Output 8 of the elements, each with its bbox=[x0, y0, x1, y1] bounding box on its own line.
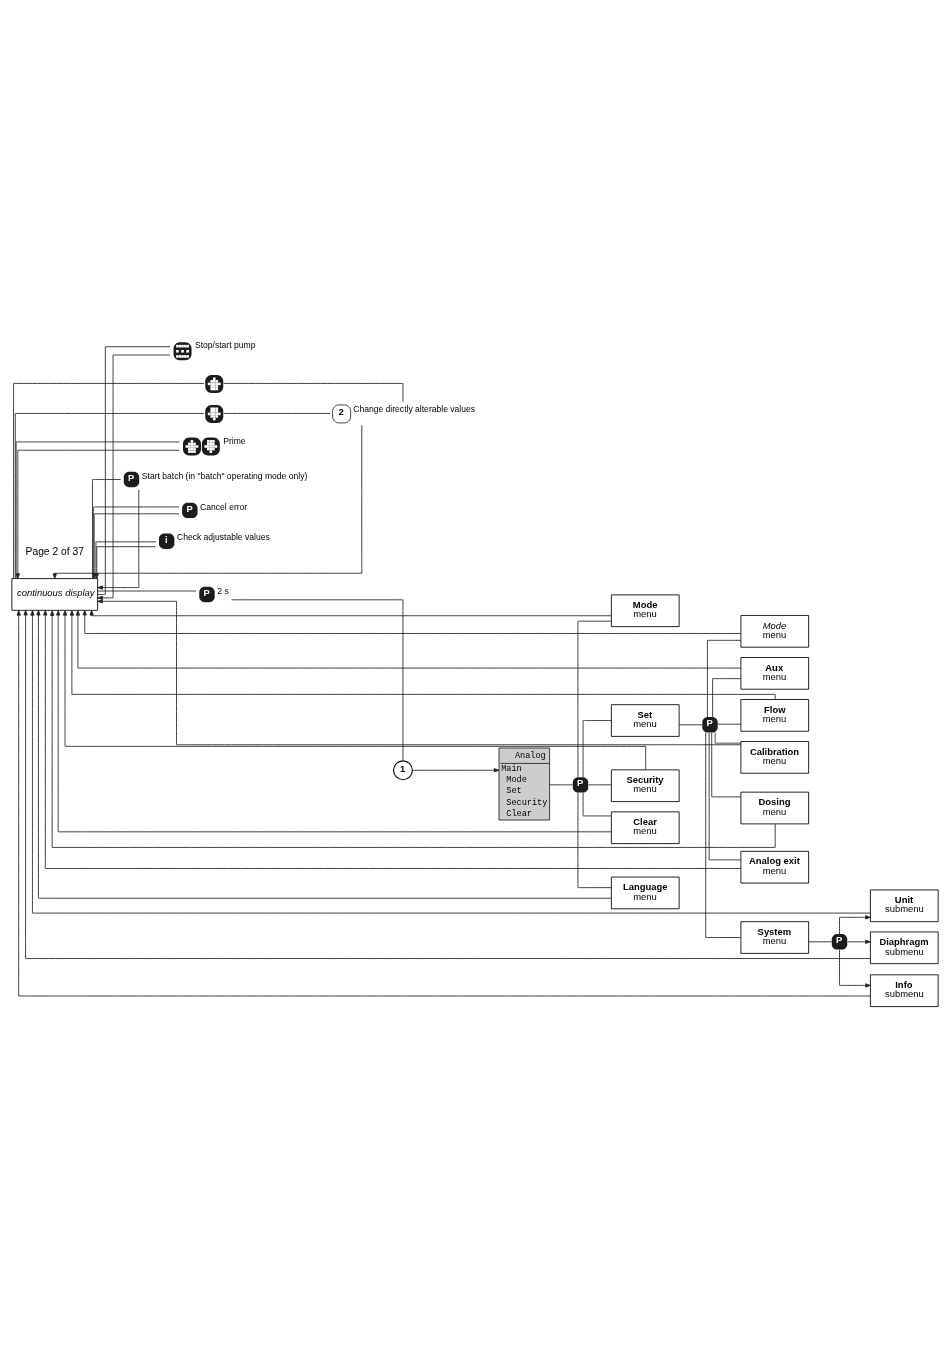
node-label: Stop/start pump bbox=[194, 340, 256, 351]
node-label: Start batch (in "batch" operating mode only) bbox=[141, 470, 308, 481]
label: Page 2 of 37 bbox=[25, 546, 84, 558]
node-label: Cancel error bbox=[200, 501, 248, 512]
node-label: Change directly alterable values bbox=[353, 403, 476, 414]
node-label: Check adjustable values bbox=[176, 532, 270, 543]
node-label: 2 s bbox=[217, 585, 229, 596]
node-label: Prime bbox=[223, 435, 246, 446]
